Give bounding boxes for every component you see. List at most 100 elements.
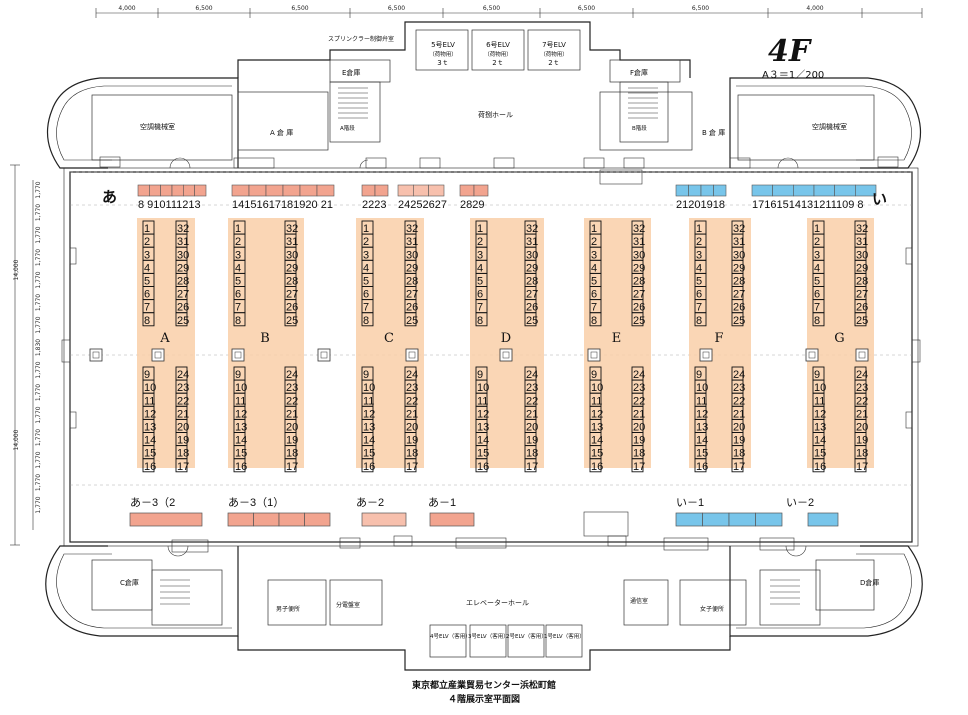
booth-label-C-10: 10	[363, 382, 375, 394]
booth-label-A-11: 11	[144, 395, 155, 407]
top-wall-booth-0-2	[160, 184, 173, 197]
c-store-label: C倉庫	[120, 579, 139, 587]
block-letter-A: A	[159, 331, 170, 346]
booth-label-G-7: 7	[814, 302, 820, 314]
bottom-wall-label-1: あ－3（1）	[228, 496, 284, 509]
booth-label-G-3: 3	[814, 249, 820, 261]
pillar-9	[855, 348, 869, 362]
block-letter-D: D	[501, 331, 511, 346]
top-wall-label-5: 21201918	[676, 199, 725, 211]
top-wall-booth-4-0	[459, 184, 475, 197]
booth-label-G-13: 13	[814, 422, 826, 434]
booth-label-E-25: 25	[633, 315, 645, 327]
booth-label-D-22: 22	[526, 395, 538, 407]
booth-label-E-9: 9	[591, 369, 597, 381]
booth-label-A-27: 27	[177, 289, 189, 301]
booth-label-D-23: 23	[526, 382, 538, 394]
booth-label-D-5: 5	[477, 276, 483, 288]
booth-G-16	[812, 458, 825, 473]
booth-C-16	[361, 458, 374, 473]
booth-label-E-27: 27	[633, 289, 645, 301]
top-wall-booth-2-1	[374, 184, 389, 197]
booth-label-B-22: 22	[286, 395, 298, 407]
booth-label-G-31: 31	[856, 236, 868, 248]
bottom-wall-booth-4-1	[702, 512, 730, 527]
dim-top-5: 6,500	[578, 5, 595, 12]
elv5-label: 5号ELV（荷物用）3ｔ	[429, 41, 457, 67]
dim-left-10: 1,770	[35, 406, 42, 423]
booth-label-E-2: 2	[591, 236, 597, 248]
booth-label-A-19: 19	[177, 435, 189, 447]
booth-C-25	[404, 312, 417, 327]
booth-label-E-22: 22	[633, 395, 645, 407]
a-store-label: A 倉 庫	[270, 129, 294, 137]
booth-B-17	[284, 458, 297, 473]
booth-label-C-32: 32	[406, 223, 418, 235]
loading-hall-label: 荷捌ホール	[478, 111, 513, 119]
booth-label-D-11: 11	[477, 395, 488, 407]
booth-label-C-19: 19	[406, 435, 418, 447]
top-wall-booth-6-1	[772, 184, 794, 197]
booth-label-B-1: 1	[235, 223, 241, 235]
booth-label-E-23: 23	[633, 382, 645, 394]
dim-left-6: 1,770	[35, 316, 42, 333]
pillar-inner-6	[590, 351, 598, 359]
booth-label-G-12: 12	[814, 408, 826, 420]
e-store-label: E倉庫	[342, 69, 361, 77]
booth-label-G-22: 22	[856, 395, 868, 407]
dim-left-11: 1,770	[35, 429, 42, 446]
elv6-label: 6号ELV（荷物用）2ｔ	[484, 41, 512, 67]
floor-title: 4F	[768, 34, 811, 69]
booth-label-B-13: 13	[235, 422, 247, 434]
booth-label-B-24: 24	[286, 369, 298, 381]
booth-label-C-24: 24	[406, 369, 418, 381]
scale-label: A３＝1／200	[762, 70, 825, 81]
dim-left-0: 1,770	[35, 181, 42, 198]
booth-label-G-21: 21	[856, 408, 868, 420]
booth-label-C-14: 14	[363, 435, 375, 447]
booth-label-B-18: 18	[286, 448, 298, 460]
booth-label-F-32: 32	[733, 223, 745, 235]
dim-left-2: 1,770	[35, 226, 42, 243]
highlight-F	[689, 218, 751, 468]
booth-A-8	[142, 312, 155, 327]
booth-label-E-20: 20	[633, 422, 645, 434]
bottom-rooms	[91, 559, 875, 658]
booth-label-E-6: 6	[591, 289, 597, 301]
block-G: 1234567832313029282726259101112131415162…	[812, 220, 868, 473]
booth-E-16	[589, 458, 602, 473]
booth-label-A-8: 8	[144, 315, 150, 327]
pillar-3	[317, 348, 331, 362]
booth-D-17	[524, 458, 537, 473]
dim-left-14: 1,770	[35, 496, 42, 513]
booth-label-F-1: 1	[696, 223, 702, 235]
booth-label-B-9: 9	[235, 369, 241, 381]
booth-label-C-27: 27	[406, 289, 418, 301]
booth-label-A-13: 13	[144, 422, 156, 434]
bottom-wall-booth-3-0	[429, 512, 475, 527]
top-wall-booth-6-5	[855, 184, 877, 197]
top-wall-booth-5-0	[675, 184, 689, 197]
booth-label-B-10: 10	[235, 382, 247, 394]
bottom-wall-label-5: い－2	[786, 497, 814, 509]
booth-label-B-30: 30	[286, 249, 298, 261]
highlight-G	[807, 218, 874, 468]
dim-left-8: 1,770	[35, 361, 42, 378]
block-letter-G: G	[834, 331, 844, 346]
booth-label-D-24: 24	[526, 369, 538, 381]
booth-label-A-3: 3	[144, 249, 150, 261]
dim-left-13: 1,770	[35, 474, 42, 491]
block-B: 1234567832313029282726259101112131415162…	[233, 220, 298, 473]
top-wall-booth-6-0	[751, 184, 773, 197]
dim-left-5: 1,770	[35, 294, 42, 311]
booth-label-C-25: 25	[406, 315, 418, 327]
booth-label-G-29: 29	[856, 262, 868, 274]
booth-label-F-19: 19	[733, 435, 745, 447]
top-wall-booth-6-3	[813, 184, 835, 197]
booth-label-F-23: 23	[733, 382, 745, 394]
booth-label-B-5: 5	[235, 276, 241, 288]
top-wall-booth-3-2	[428, 184, 445, 197]
